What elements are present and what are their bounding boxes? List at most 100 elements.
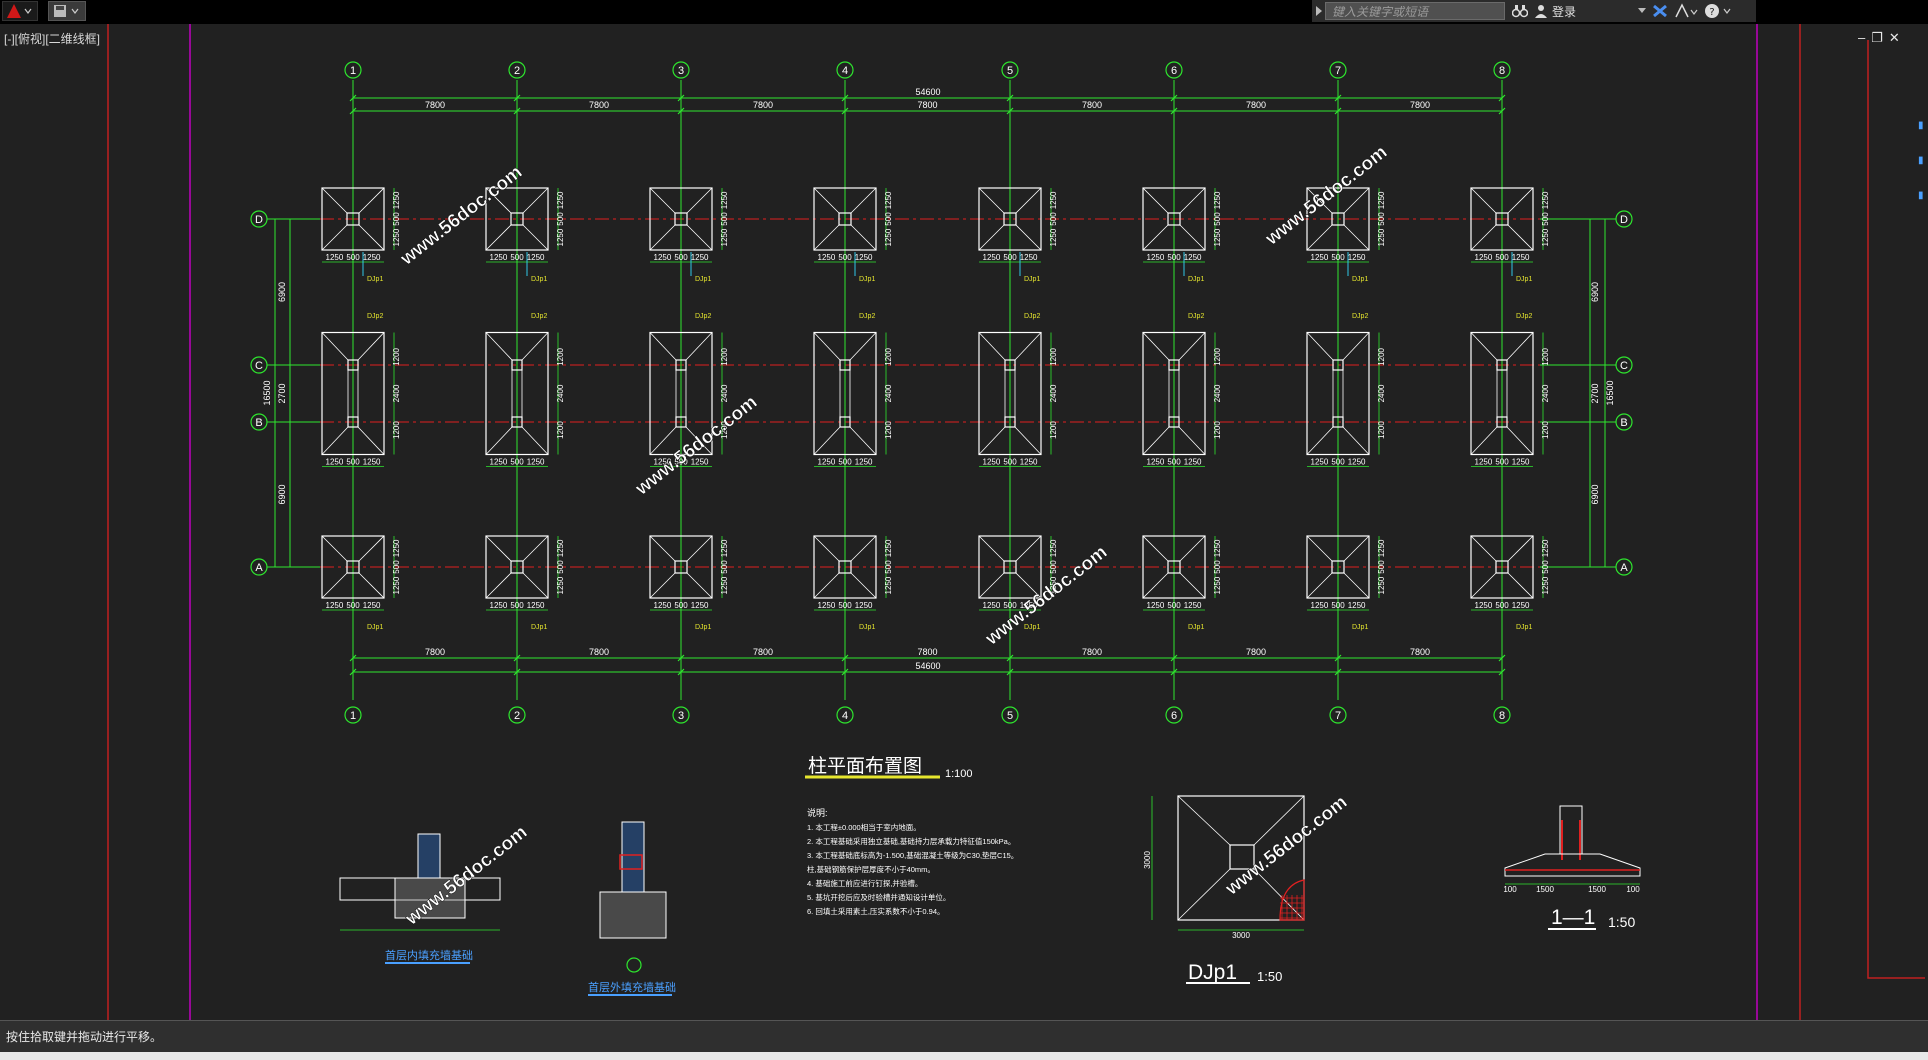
footing-height-dim: 500	[884, 212, 893, 226]
footing-outline	[1306, 187, 1370, 251]
row-dimension: 2700	[1590, 383, 1600, 403]
slope-line	[521, 332, 549, 361]
footing-height-dim: 1250	[1541, 191, 1550, 209]
footing-height-dim: 1250	[1049, 539, 1058, 557]
footing-height-dim: 500	[1213, 560, 1222, 574]
column-outline	[347, 359, 359, 371]
palette-tab-1[interactable]: ▮	[1918, 120, 1924, 131]
footing-height-dim: 1250	[392, 576, 401, 594]
grid-number: 8	[1499, 710, 1505, 722]
column-outline	[1496, 359, 1508, 371]
main-title: 柱平面布置图	[808, 755, 922, 777]
footing-width-dim: 500	[346, 601, 360, 610]
slope-line	[1506, 332, 1534, 361]
footing-tag: DJp1	[695, 276, 711, 283]
bay-dimension: 7800	[1410, 647, 1430, 657]
binoculars-icon[interactable]	[1512, 4, 1528, 18]
slope-line	[1142, 224, 1169, 251]
footing-height-dim: 500	[1541, 560, 1550, 574]
tick	[1498, 668, 1506, 676]
viewport-controls-label[interactable]: [-][俯视][二维线框]	[4, 32, 101, 46]
footing-height-dim: 1200	[884, 347, 893, 365]
section-column	[1559, 805, 1583, 855]
detail2-wall	[621, 821, 645, 893]
footing-width-dim: 1250	[1184, 458, 1202, 467]
footing-tag: DJp1	[695, 624, 711, 631]
footing-outline	[1306, 535, 1370, 599]
grid-bubble	[344, 61, 362, 79]
bay-dimension: 7800	[1082, 647, 1102, 657]
footing-width-dim: 1250	[1512, 458, 1530, 467]
palette-tab-3[interactable]: ▮	[1918, 190, 1924, 201]
slope-line	[485, 224, 512, 251]
footing-width-dim: 500	[1331, 253, 1345, 262]
column-outline	[674, 560, 688, 574]
app-menu-button[interactable]	[2, 1, 38, 21]
detail2-bubble	[626, 957, 642, 973]
slope-line	[1470, 332, 1498, 361]
command-line[interactable]: 按住拾取键并拖动进行平移。	[0, 1020, 1928, 1052]
footing-outline	[1306, 331, 1370, 456]
footing-tag: DJp1	[367, 276, 383, 283]
slope-line	[649, 572, 676, 599]
column-outline	[347, 416, 359, 428]
footing-width-dim: 1250	[527, 601, 545, 610]
slope-line	[358, 535, 385, 562]
footing-tag: DJp1	[1188, 624, 1204, 631]
quick-access-button[interactable]	[48, 1, 86, 21]
slope-line	[850, 224, 877, 251]
footing-tag: DJp2	[367, 313, 383, 320]
footing-height-dim: 1250	[720, 228, 729, 246]
close-icon[interactable]: ✕	[1888, 30, 1906, 45]
watermark-text: www.56doc.com	[1221, 792, 1351, 900]
expand-arrow-icon[interactable]	[1314, 4, 1324, 18]
footing-height-dim: 1200	[1377, 421, 1386, 439]
footing-outline	[321, 535, 385, 599]
minimize-icon[interactable]: –	[1858, 30, 1872, 45]
footing-tag: DJp1	[1352, 276, 1368, 283]
dropdown-arrow-icon[interactable]	[1638, 8, 1646, 14]
restore-icon[interactable]: ❐	[1871, 30, 1889, 45]
grid-number: 1	[350, 710, 356, 722]
slope-line	[1178, 426, 1206, 455]
palette-tab-2[interactable]: ▮	[1918, 155, 1924, 166]
footing-height-dim: 1250	[884, 539, 893, 557]
footing-width-dim: 1250	[818, 253, 836, 262]
footing-height-dim: 2400	[1213, 384, 1222, 402]
footing-outline	[1470, 331, 1534, 456]
exchange-icon[interactable]	[1652, 4, 1668, 18]
tick	[841, 94, 849, 102]
column-outline	[511, 416, 523, 428]
slope-line	[1179, 572, 1206, 599]
footing-outline	[1470, 187, 1534, 251]
djp1-slope	[1177, 795, 1231, 846]
bay-dimension: 7800	[589, 100, 609, 110]
footing-height-dim: 2400	[1377, 384, 1386, 402]
user-icon	[1535, 5, 1547, 18]
drawing-window-controls[interactable]: –❐✕	[1858, 30, 1906, 46]
footing-height-dim: 1200	[392, 347, 401, 365]
search-input[interactable]: 键入关键字或短语	[1325, 2, 1505, 20]
footing-width-dim: 1250	[818, 601, 836, 610]
slope-line	[357, 426, 385, 455]
footing-height-dim: 1200	[1377, 347, 1386, 365]
slope-line	[1015, 572, 1042, 599]
slope-line	[978, 535, 1005, 562]
login-label[interactable]: 登录	[1552, 5, 1577, 19]
grid-bubble	[836, 61, 854, 79]
side-palette[interactable]: ▮ ▮ ▮	[1918, 120, 1928, 320]
section-footing	[1504, 853, 1641, 877]
help-icon[interactable]: ?	[1704, 3, 1734, 19]
footing-width-dim: 1250	[490, 601, 508, 610]
slope-line	[485, 426, 513, 455]
column-outline	[675, 416, 687, 428]
slope-line	[1142, 332, 1170, 361]
notes-heading: 说明:	[807, 807, 828, 818]
slope-line	[1015, 187, 1042, 214]
a360-icon[interactable]	[1674, 3, 1698, 19]
